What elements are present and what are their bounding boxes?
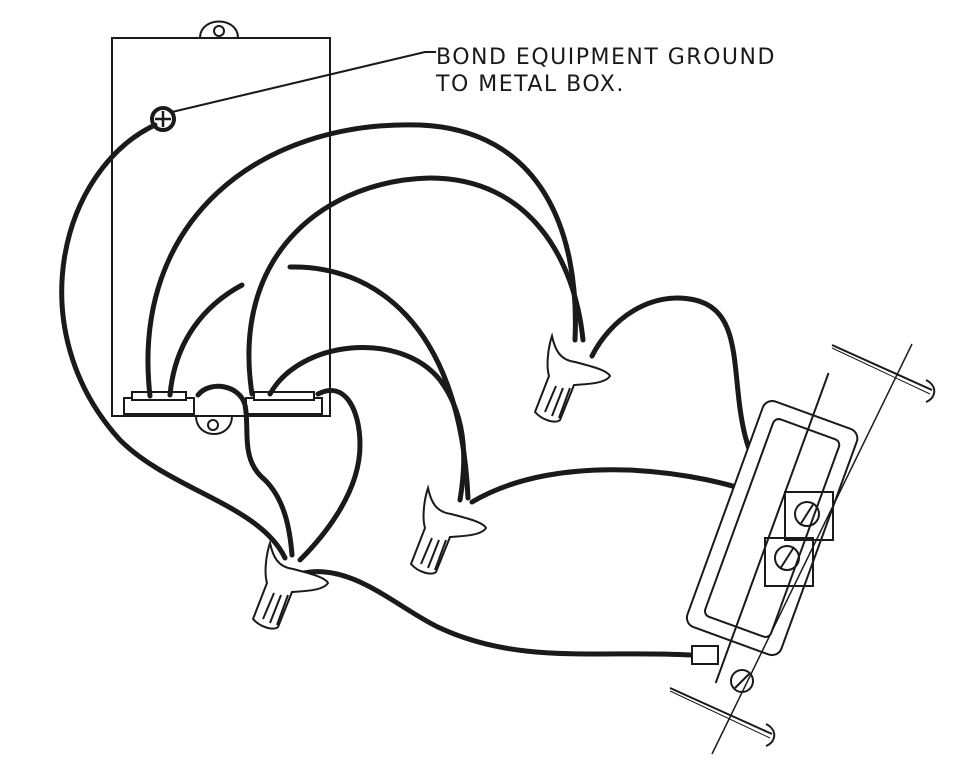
neutral-wire-receptacle [469,467,771,505]
neutral-wire-lower [267,344,467,503]
mounting-screw-top [831,344,936,403]
box-terminal-left [123,391,195,415]
line-wire-arc-inner [246,175,586,397]
ground-jumper-right [297,388,363,563]
line-wire-arc-outer [145,122,578,399]
receptacle-screw-icon [784,491,834,541]
receptacle-screw-icon [764,537,814,587]
hot-wire-receptacle [589,295,773,491]
receptacle-ground-screw-icon [691,645,754,693]
wires [59,122,773,658]
callout-line-2: TO METAL BOX. [436,72,625,97]
ground-screw-icon [150,106,176,132]
box-terminal-right [245,391,323,415]
receptacle-centerline [711,343,913,755]
wire-nut-top [533,332,612,423]
ground-jumper-left [195,383,295,558]
ground-bond-callout: BOND EQUIPMENT GROUND TO METAL BOX. [436,44,776,98]
wire-nut-middle [409,484,488,575]
ground-wire [59,122,288,561]
callout-line-1: BOND EQUIPMENT GROUND [436,45,776,70]
stub-wire-left [167,282,245,398]
mounting-screw-bottom [669,687,776,747]
wire-nut-bottom [251,539,330,630]
ground-wire-receptacle [297,569,693,658]
callout-leader [171,51,436,113]
